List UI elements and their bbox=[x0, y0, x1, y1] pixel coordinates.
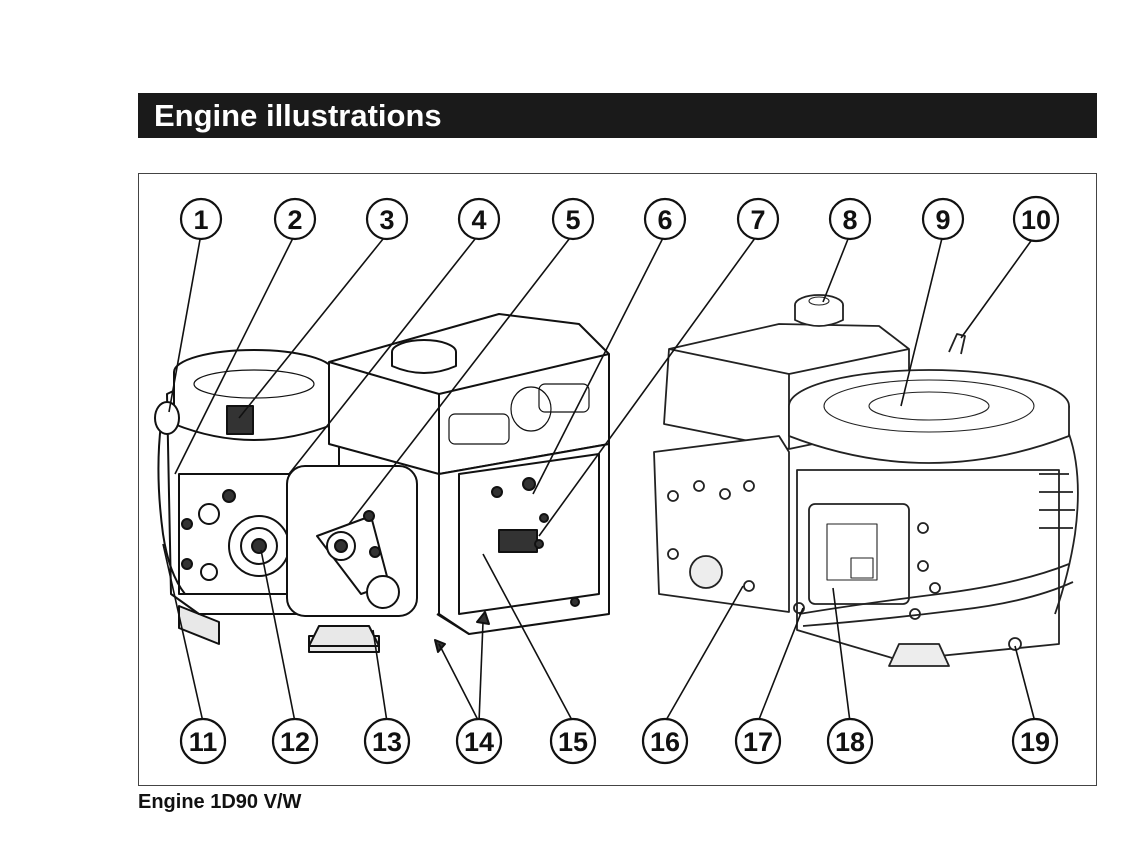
callout-6: 6 bbox=[643, 197, 687, 241]
svg-text:17: 17 bbox=[743, 727, 773, 757]
svg-text:13: 13 bbox=[372, 727, 402, 757]
svg-text:3: 3 bbox=[379, 205, 394, 235]
callout-15: 15 bbox=[549, 717, 597, 765]
callout-10: 10 bbox=[1012, 195, 1060, 243]
callout-1: 1 bbox=[179, 197, 223, 241]
callout-16: 16 bbox=[641, 717, 689, 765]
callout-11: 11 bbox=[179, 717, 227, 765]
callouts-bottom: 11 12 13 14 15 16 17 18 19 bbox=[179, 717, 1059, 765]
callout-18: 18 bbox=[826, 717, 874, 765]
callout-17: 17 bbox=[734, 717, 782, 765]
engine-rear-view bbox=[653, 294, 1079, 667]
svg-text:1: 1 bbox=[193, 205, 208, 235]
svg-text:18: 18 bbox=[835, 727, 865, 757]
callout-2: 2 bbox=[273, 197, 317, 241]
engine-illustration: 1 2 3 4 5 6 7 8 9 10 11 12 13 14 15 16 1… bbox=[154, 195, 1079, 765]
svg-text:6: 6 bbox=[657, 205, 672, 235]
svg-text:12: 12 bbox=[280, 727, 310, 757]
callout-4: 4 bbox=[457, 197, 501, 241]
svg-text:7: 7 bbox=[750, 205, 765, 235]
section-title: Engine illustrations bbox=[138, 93, 1097, 138]
svg-text:15: 15 bbox=[558, 727, 588, 757]
svg-text:9: 9 bbox=[935, 205, 950, 235]
callout-9: 9 bbox=[921, 197, 965, 241]
callout-13: 13 bbox=[363, 717, 411, 765]
svg-text:11: 11 bbox=[189, 727, 218, 757]
callout-14: 14 bbox=[455, 717, 503, 765]
callout-5: 5 bbox=[551, 197, 595, 241]
callout-3: 3 bbox=[365, 197, 409, 241]
callout-12: 12 bbox=[271, 717, 319, 765]
leader-lines bbox=[162, 233, 1037, 723]
svg-text:8: 8 bbox=[842, 205, 857, 235]
callouts-top: 1 2 3 4 5 6 7 8 9 10 bbox=[179, 195, 1060, 243]
svg-text:4: 4 bbox=[471, 205, 486, 235]
svg-text:19: 19 bbox=[1020, 727, 1050, 757]
callout-19: 19 bbox=[1011, 717, 1059, 765]
svg-text:14: 14 bbox=[464, 727, 494, 757]
engine-front-view bbox=[154, 313, 610, 653]
engine-figure: 1 2 3 4 5 6 7 8 9 10 11 12 13 14 15 16 1… bbox=[138, 173, 1097, 786]
svg-text:10: 10 bbox=[1021, 205, 1051, 235]
figure-caption: Engine 1D90 V/W bbox=[138, 791, 302, 813]
callout-7: 7 bbox=[736, 197, 780, 241]
callout-8: 8 bbox=[828, 197, 872, 241]
svg-text:5: 5 bbox=[565, 205, 580, 235]
svg-text:16: 16 bbox=[650, 727, 680, 757]
svg-text:2: 2 bbox=[287, 205, 302, 235]
